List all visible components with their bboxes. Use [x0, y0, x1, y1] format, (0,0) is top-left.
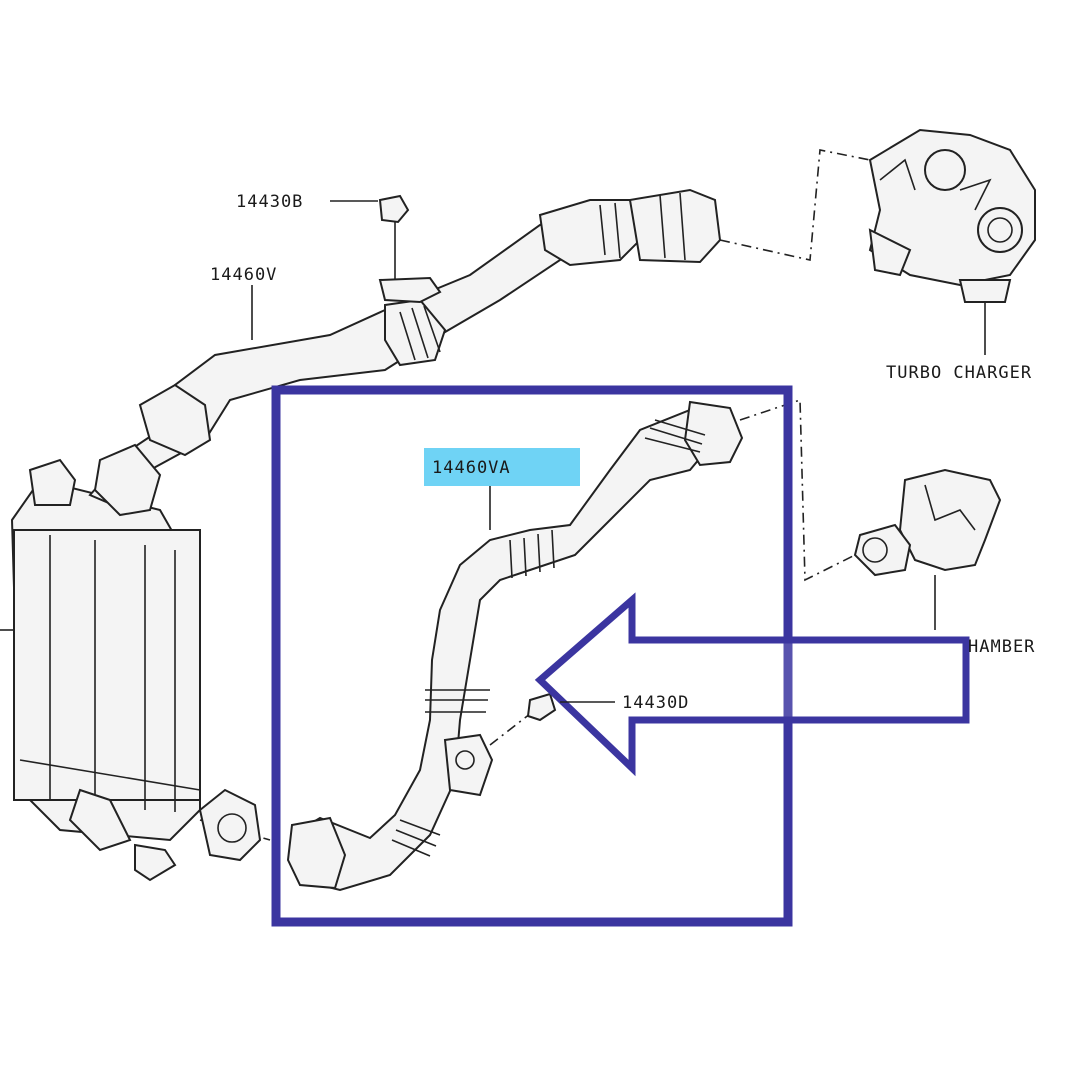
intercooler	[0, 458, 201, 882]
label-14460v: 14460V	[210, 265, 277, 285]
throttle-chamber	[853, 468, 1002, 630]
label-highlight	[424, 448, 580, 486]
highlight-box	[271, 385, 793, 927]
clip-14430d-part	[526, 692, 557, 722]
upper-intercooler-hose	[88, 188, 722, 517]
turbo-charger	[868, 128, 1036, 355]
label-14430d: 14430D	[622, 693, 689, 713]
label-14430b: 14430B	[236, 192, 303, 212]
clip-14430b-part	[378, 194, 410, 280]
pointer-arrow	[534, 592, 970, 777]
outlet-connector	[198, 788, 262, 862]
label-turbo-charger: TURBO CHARGER	[886, 363, 1032, 383]
label-14460va: 14460VA	[432, 458, 511, 478]
hose-14460va	[286, 400, 744, 892]
label-chamber: HAMBER	[968, 637, 1035, 657]
